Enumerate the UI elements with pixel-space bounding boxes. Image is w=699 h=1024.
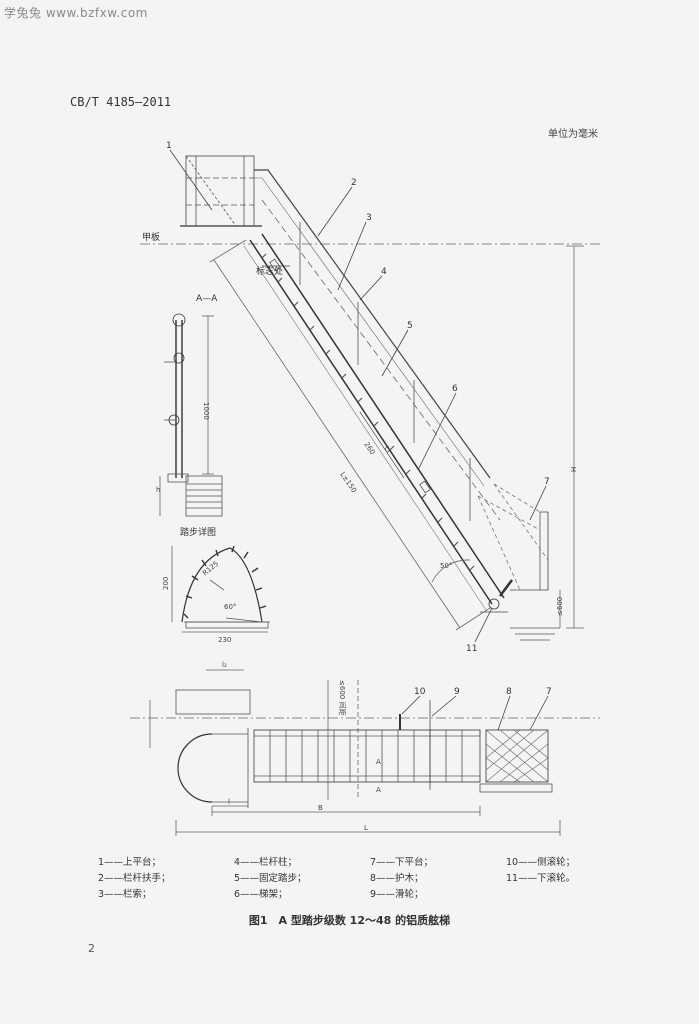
callout-10: 10 [414, 687, 426, 697]
callout-7b: 7 [546, 687, 552, 697]
legend-item: 9——滑轮； [370, 889, 424, 900]
legend-item: 5——固定踏步； [234, 873, 307, 884]
dim-l: l [228, 798, 230, 806]
lower-roller [488, 598, 500, 610]
dim-L: L [364, 824, 368, 832]
dim-l2: l₂ [222, 661, 227, 669]
dim-H: H [570, 467, 578, 472]
dim-1000: 1000 [202, 402, 210, 420]
callout-1: 1 [166, 141, 172, 151]
page-number: 2 [88, 942, 95, 955]
callout-6: 6 [452, 384, 458, 394]
legend-item: 10——侧滚轮； [506, 857, 576, 868]
angle-50: 50° [440, 562, 452, 570]
legend-item: 3——栏索； [98, 889, 152, 900]
plan-view [130, 669, 600, 836]
legend-item: 8——护木； [370, 873, 424, 884]
callout-5: 5 [407, 321, 413, 331]
figure-caption: 图1 A 型踏步级数 12～48 的铝质舷梯 [248, 914, 451, 927]
step-detail [171, 545, 270, 633]
callout-3: 3 [366, 213, 372, 223]
dim-200: 200 [162, 577, 170, 590]
dim-L1: L₁ [382, 445, 392, 455]
legend-item: 11——下滚轮。 [506, 873, 576, 884]
callout-11: 11 [466, 644, 477, 654]
legend-item: 2——栏杆扶手； [98, 873, 171, 884]
callout-8: 8 [506, 687, 512, 697]
legend-item: 6——梯架； [234, 889, 288, 900]
callout-7: 7 [544, 477, 550, 487]
legend-item: 1——上平台； [98, 857, 162, 868]
angle-60: 60° [224, 603, 236, 611]
dim-260: 260 [362, 441, 376, 457]
callout-2: 2 [351, 178, 357, 188]
dim-B: B [318, 804, 323, 812]
dim-L-tolerance: L±150 [338, 471, 358, 495]
legend-item: 7——下平台； [370, 857, 434, 868]
section-mark-a-bottom: A [376, 786, 381, 794]
dim-h: h [156, 486, 160, 494]
unit-note: 单位为毫米 [548, 129, 598, 140]
dim-230: 230 [218, 636, 231, 644]
deck-label: 甲板 [142, 231, 160, 243]
upper-platform [180, 155, 262, 227]
lower-platform [477, 483, 549, 591]
dim-le600: ≤600 [556, 597, 564, 616]
callout-4: 4 [381, 267, 387, 277]
standard-number: CB/T 4185—2011 [70, 95, 172, 109]
watermark: 学兔兔 www.bzfxw.com [4, 6, 148, 20]
callout-9: 9 [454, 687, 460, 697]
mark-label: 标志处 [256, 265, 283, 277]
section-mark-a-top: A [376, 758, 381, 766]
step-detail-title: 踏步详图 [180, 526, 216, 538]
handrail [254, 169, 491, 479]
dim-spacing: ≤600 间距 [338, 680, 346, 715]
section-label: A—A [196, 294, 218, 304]
legend-item: 4——栏杆柱； [234, 857, 298, 868]
ladder-frame [243, 233, 505, 611]
section-a-a [159, 313, 223, 517]
